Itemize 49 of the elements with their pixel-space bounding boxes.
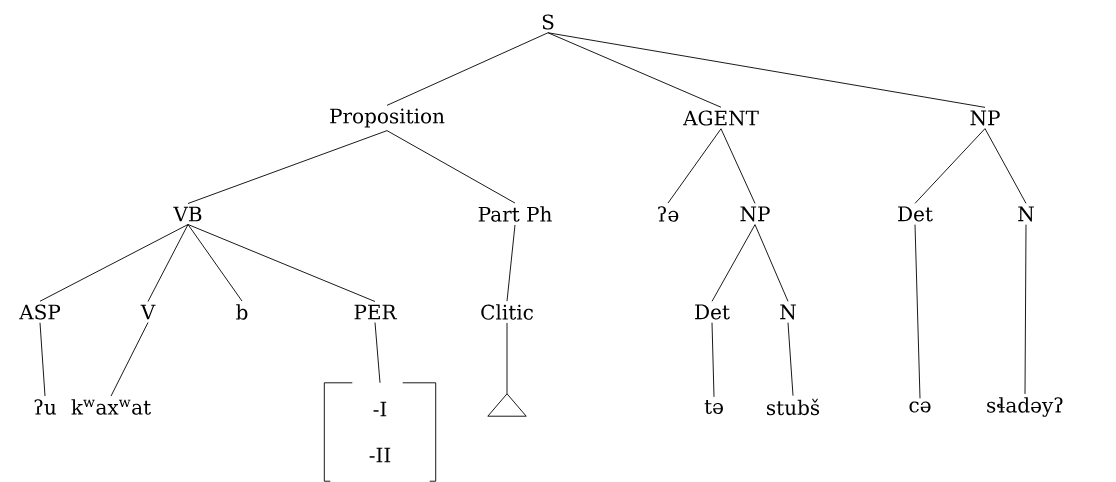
tree-label: N: [780, 304, 796, 320]
tree-branch: [667, 128, 722, 204]
tree-label: ʔu: [34, 399, 57, 415]
tree-label: Det: [898, 206, 933, 222]
tree-label: AGENT: [682, 110, 759, 126]
tree-branch: [386, 130, 516, 204]
tree-label: NP: [740, 206, 770, 222]
tree-branch: [374, 322, 381, 384]
tree-branch: [506, 322, 508, 395]
tree-branch: [711, 322, 715, 398]
tree-label: Proposition: [330, 108, 445, 128]
tree-branch: [787, 322, 794, 397]
tree-branch: [187, 224, 376, 302]
tree-label: VB: [173, 206, 202, 222]
tree-branch: [984, 128, 1027, 204]
tree-label: Det: [695, 304, 730, 320]
tree-branch: [386, 32, 549, 106]
tree-branch: [720, 128, 756, 204]
tree-label: N: [1018, 206, 1034, 222]
tree-branch: [754, 224, 789, 302]
tree-label: cə: [909, 401, 931, 413]
tree-label: S: [542, 14, 554, 30]
bracket-matrix: -I -II: [323, 382, 437, 482]
tree-branch: [147, 224, 189, 302]
tree-label: PER: [354, 304, 398, 320]
tree-label: V: [140, 304, 156, 320]
tree-branch: [914, 128, 986, 204]
tree-label: k$^{w}$ax$^{w}$at: [71, 399, 151, 415]
tree-branch: [711, 224, 756, 302]
tree-label: NP: [970, 110, 1000, 126]
tree-branch: [547, 32, 986, 108]
tree-branch: [39, 322, 46, 397]
tree-branch: [914, 224, 921, 399]
tree-branch: [187, 224, 243, 302]
triangle-symbol: [487, 393, 527, 417]
tree-label: stubš: [767, 398, 820, 416]
tree-branch: [187, 130, 388, 204]
tree-label: ASP: [19, 304, 61, 320]
tree-branch: [1024, 224, 1027, 395]
tree-label: tə: [704, 400, 723, 414]
tree-branch: [39, 224, 189, 302]
tree-label: Part Ph: [478, 206, 552, 222]
tree-branch: [110, 322, 149, 397]
tree-label: Clitic: [481, 304, 533, 320]
tree-branch: [506, 224, 516, 302]
tree-label: ʔə: [658, 206, 679, 222]
tree-label: sɬadəyʔ: [987, 397, 1063, 417]
tree-branch: [547, 32, 722, 108]
tree-label: b: [236, 304, 248, 320]
